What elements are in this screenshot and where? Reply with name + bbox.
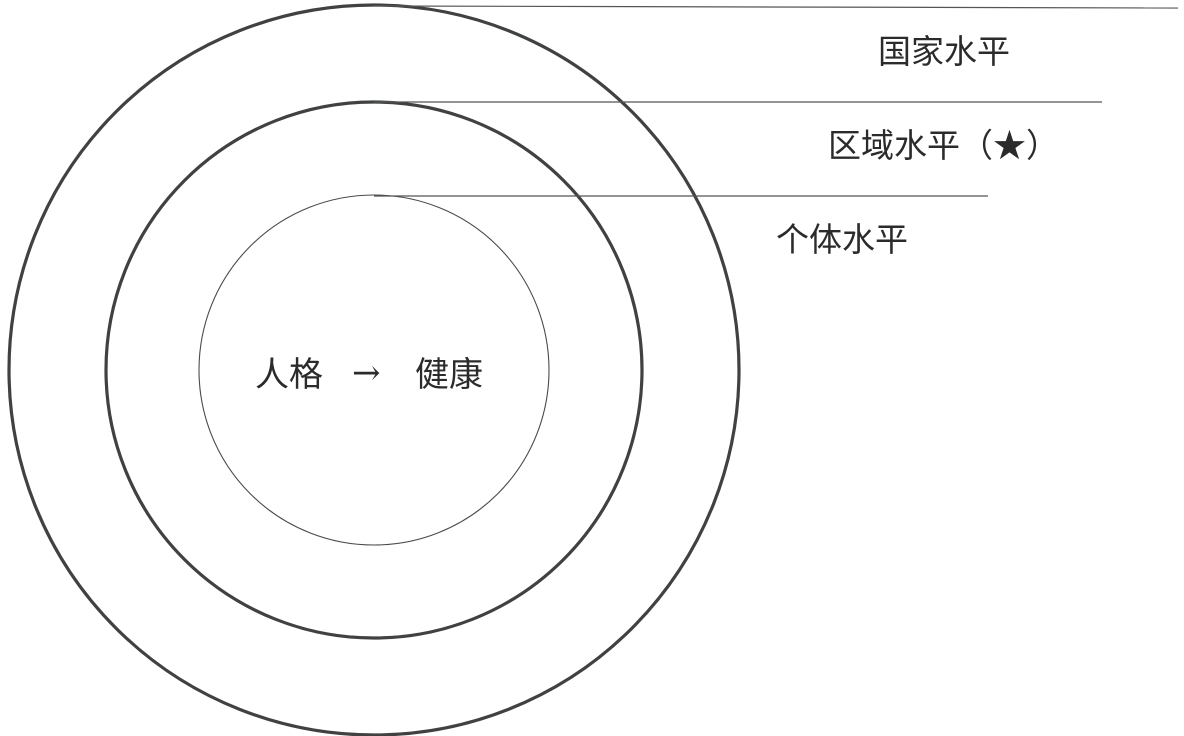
national-level-circle xyxy=(7,3,741,736)
arrow-icon: → xyxy=(352,353,381,393)
national-level-label: 国家水平 xyxy=(878,32,1010,71)
health-label: 健康 xyxy=(415,355,483,395)
regional-level-label: 区域水平（★） xyxy=(828,126,1059,165)
personality-label: 人格 xyxy=(255,355,323,395)
national-leader-line xyxy=(373,5,1179,9)
individual-level-circle xyxy=(198,194,550,546)
individual-level-label: 个体水平 xyxy=(776,220,908,259)
